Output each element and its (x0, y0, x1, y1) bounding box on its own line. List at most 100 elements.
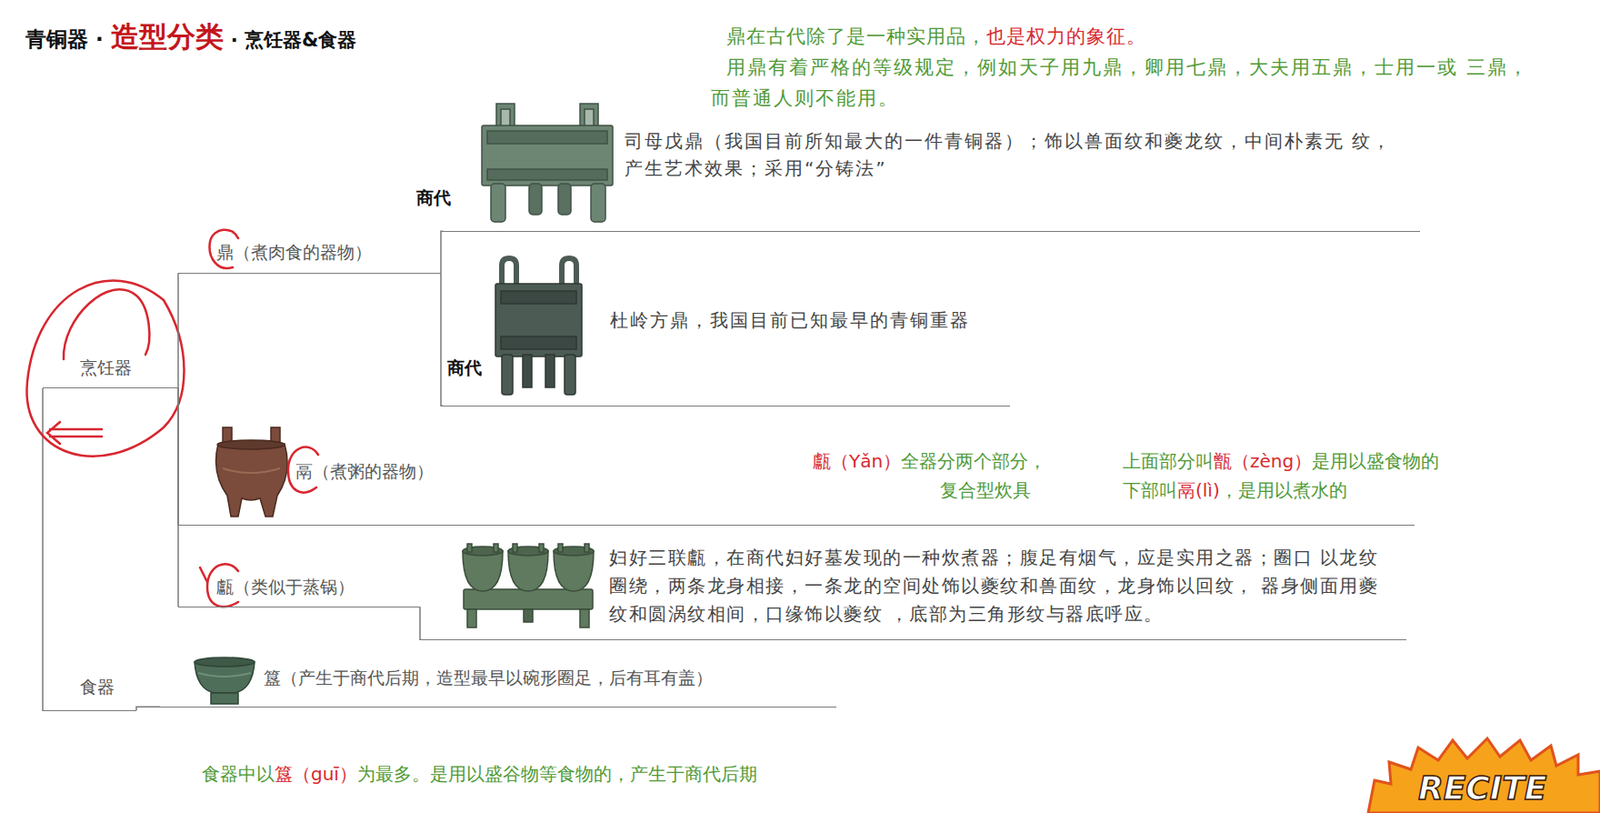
simuwu-ding-picture (481, 103, 613, 222)
drawing-part (495, 283, 582, 357)
li-picture (216, 427, 289, 517)
note-row: 鼎在古代除了是一种实用品，也是权力的象征。 (726, 23, 1147, 50)
drawing-part (545, 354, 555, 388)
branch-text: 妇好三联甗，在商代妇好墓发现的一种炊煮器；腹足有烟气，应是实用之器；圈口 以龙纹… (609, 543, 1389, 629)
drawing-part (1368, 738, 1600, 813)
branch-text: 甗（类似于蒸锅） (216, 574, 417, 599)
drawing-part (580, 609, 590, 628)
branch-node: 烹饪器 (42, 342, 179, 389)
branch-text: 司母戊鼎（我国目前所知最大的一件青铜器）；饰以兽面纹和夔龙纹，中间朴素无 纹，产… (624, 127, 1393, 182)
drawing-part (487, 130, 608, 144)
note-text: 用鼎有着严格的等级规定，例如天子用九鼎，卿用七鼎，大夫用五鼎，士用一或 三鼎，而… (710, 56, 1530, 110)
branch-node: 鬲（煮粥的器物） (178, 423, 1415, 526)
note-text: 簋（guī） (274, 761, 358, 787)
branch-text: 杜岭方鼎，我国目前已知最早的青铜重器 (610, 306, 1001, 334)
drawing-part (467, 609, 477, 628)
drawing-part (512, 543, 518, 552)
note-text: 青铜器 · (25, 25, 104, 54)
drawing-part (500, 290, 577, 304)
branch-node: 鼎（煮肉食的器物） (178, 234, 441, 274)
branch-line (177, 272, 180, 388)
branch-node: 甗（类似于蒸锅） (178, 563, 420, 608)
drawing-part (529, 183, 542, 215)
drawing-part (487, 169, 608, 180)
note-row: 商代 (447, 356, 482, 380)
drawing-part (222, 468, 280, 473)
note-row: 用鼎有着严格的等级规定，例如天子用九鼎，卿用七鼎，大夫用五鼎，士用一或 三鼎，而… (710, 52, 1534, 115)
note-text: 食器中以 (201, 761, 275, 787)
drawing-part (539, 543, 544, 552)
branch-text: 鼎（煮肉食的器物） (216, 240, 438, 264)
note-text: 全器分两个部分， (900, 449, 1047, 474)
note-text: 下部叫 (1122, 478, 1178, 503)
recite-sticker (1368, 738, 1600, 813)
sticker-text: RECITE (1418, 769, 1547, 807)
drawing-part (508, 550, 549, 591)
gui-picture (194, 657, 255, 704)
drawing-part (500, 336, 577, 350)
branch-node: 食器 (42, 663, 137, 711)
branch-node: 杜岭方鼎，我国目前已知最早的青铜重器 (442, 250, 1010, 407)
branch-line (136, 706, 160, 710)
drawing-part (217, 440, 285, 450)
drawing-part (198, 672, 251, 677)
annotation-stroke (200, 567, 208, 582)
note-text: 上面部分叫 (1122, 449, 1214, 474)
drawing-part (481, 125, 613, 186)
note-text: 为最多。是用以盛谷物等食物的，产生于商代后期 (357, 761, 758, 787)
drawing-part (523, 609, 533, 622)
drawing-part (558, 543, 563, 552)
annotation-circle (26, 280, 184, 456)
branch-text: 簋（产生于商代后期，造型最早以碗形圈足，后有耳有盖） (263, 665, 833, 690)
note-text: 商代 (416, 186, 451, 210)
note-row: 商代 (416, 186, 451, 210)
drawing-part (490, 183, 506, 222)
annotation-arrow (47, 421, 102, 444)
note-row: 复合型炊具 (940, 478, 1031, 503)
branch-node: 司母戊鼎（我国目前所知最大的一件青铜器）；饰以兽面纹和夔龙纹，中间朴素无 纹，产… (442, 101, 1420, 232)
note-row: 青铜器 ·造型分类· 烹饪器&食器 (25, 18, 357, 57)
note-row: 甗（Yǎn）全器分两个部分， (812, 449, 1047, 474)
fuhao-yan-picture (462, 543, 594, 628)
note-text: 鼎在古代除了是一种实用品， (726, 23, 987, 50)
note-row: RECITE (1418, 769, 1547, 807)
drawing-part (558, 183, 571, 215)
drawing-part (26, 230, 319, 608)
drawing-part (553, 550, 594, 591)
drawing-part (501, 354, 513, 395)
page-title: 造型分类 (110, 18, 224, 57)
drawing-part (564, 354, 576, 395)
note-text: · 烹饪器&食器 (230, 27, 358, 53)
drawing-part (522, 354, 532, 388)
note-row: 食器中以簋（guī）为最多。是用以盛谷物等食物的，产生于商代后期 (201, 761, 758, 787)
note-text: 甑（zèng） (1213, 449, 1312, 474)
drawing-part (467, 543, 472, 552)
branch-text: 烹饪器 (80, 355, 175, 380)
note-text: 是用以盛食物的 (1311, 449, 1440, 474)
note-text: 也是权力的象征。 (986, 23, 1147, 50)
note-text: 鬲(lì) (1177, 478, 1220, 503)
annotation-arc (63, 289, 150, 360)
drawing-part (462, 550, 503, 591)
duling-ding-picture (495, 258, 582, 395)
note-row: 下部叫鬲(lì)，是用以煮水的 (1122, 478, 1348, 503)
drawing-part (493, 543, 499, 552)
drawing-part (463, 589, 593, 610)
note-row: 上面部分叫甑（zèng）是用以盛食物的 (1122, 449, 1440, 474)
drawing-part (590, 183, 606, 222)
note-text: 商代 (447, 356, 482, 380)
branch-node: 簋（产生于商代后期，造型最早以碗形圈足，后有耳有盖） (160, 650, 837, 708)
branch-node: 妇好三联甗，在商代妇好墓发现的一种炊煮器；腹足有烟气，应是实用之器；圈口 以龙纹… (420, 538, 1407, 640)
drawing-part (216, 443, 289, 517)
drawing-part (210, 692, 239, 704)
drawing-part (194, 657, 255, 667)
note-text: 甗（Yǎn） (812, 449, 901, 474)
note-text: ，是用以煮水的 (1220, 478, 1348, 503)
drawing-part (584, 543, 590, 552)
note-text: 复合型炊具 (940, 478, 1031, 503)
branch-text: 食器 (80, 674, 133, 699)
